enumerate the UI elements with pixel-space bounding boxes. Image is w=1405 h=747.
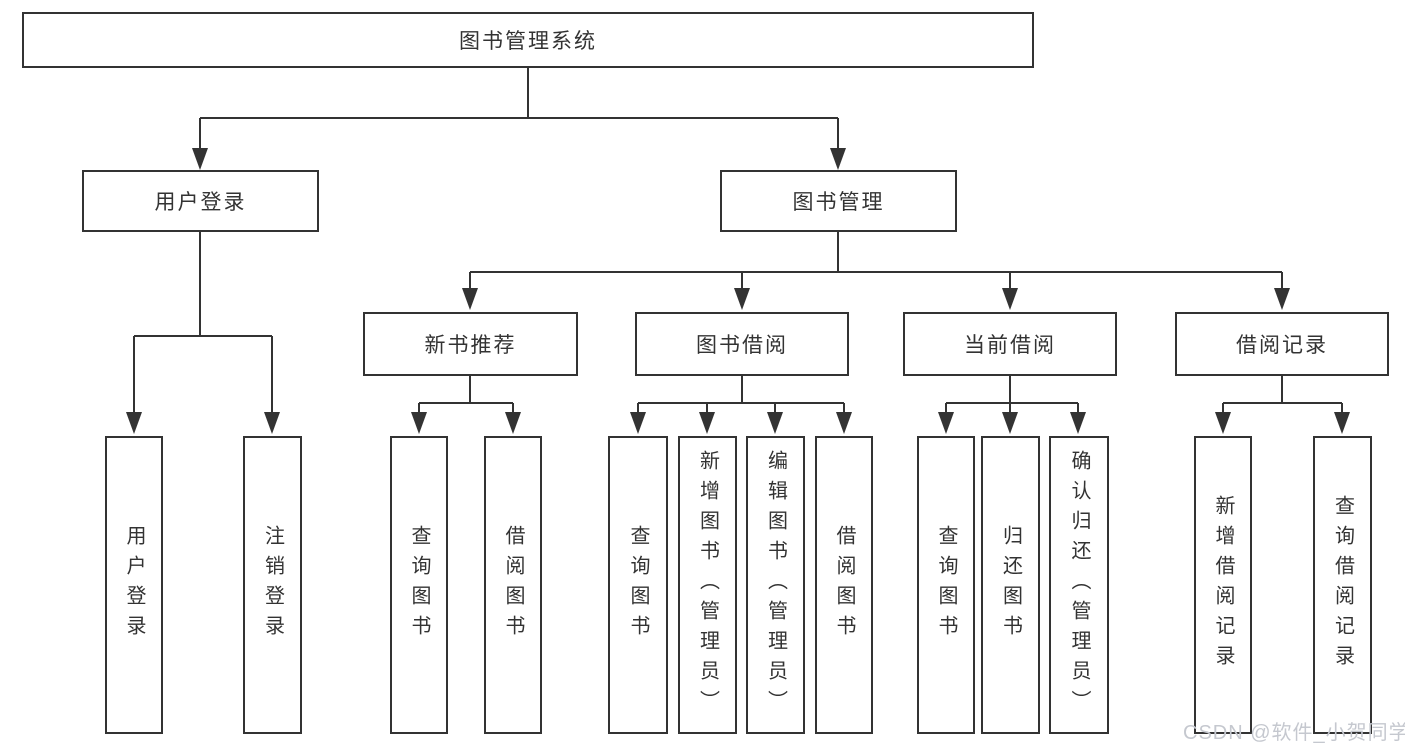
leaf-confirm-return-admin: 确认归还（管理员） [1049,436,1109,734]
arrow-down-icon [1274,288,1290,310]
node-label: 归还图书 [999,525,1022,645]
node-label: 新增图书（管理员） [696,450,719,720]
arrow-down-icon [411,412,427,434]
arrow-down-icon [1002,412,1018,434]
csdn-watermark: CSDN @软件_小贺同学 [1183,722,1405,744]
leaf-query-borrow-record: 查询借阅记录 [1313,436,1372,734]
node-label: 用户登录 [154,191,247,214]
arrow-down-icon [836,412,852,434]
node-new-book-recommend: 新书推荐 [363,312,578,376]
leaf-borrow-books: 借阅图书 [815,436,873,734]
node-label: 查询图书 [408,525,430,645]
node-label: 图书管理系统 [459,30,597,53]
node-label: 新增借阅记录 [1212,495,1234,675]
leaf-user-login: 用户登录 [105,436,163,734]
leaf-add-book-admin: 新增图书（管理员） [678,436,737,734]
arrow-down-icon [1334,412,1350,434]
arrow-down-icon [264,412,280,434]
arrow-down-icon [1215,412,1231,434]
node-book-borrowing: 图书借阅 [635,312,849,376]
node-label: 借阅图书 [502,525,524,645]
leaf-borrow-books: 借阅图书 [484,436,542,734]
node-borrowing-records: 借阅记录 [1175,312,1389,376]
arrow-down-icon [699,412,715,434]
node-label: 图书管理 [792,191,885,214]
node-label: 查询图书 [627,525,649,645]
leaf-return-book: 归还图书 [981,436,1040,734]
node-label: 查询图书 [935,525,957,645]
arrow-down-icon [126,412,142,434]
arrow-down-icon [734,288,750,310]
leaf-logout: 注销登录 [243,436,302,734]
node-label: 借阅图书 [833,525,855,645]
node-label: 借阅记录 [1236,334,1328,357]
arrow-down-icon [938,412,954,434]
node-label: 新书推荐 [424,334,517,357]
node-root: 图书管理系统 [22,12,1034,68]
leaf-query-books: 查询图书 [608,436,668,734]
node-label: 用户登录 [123,525,145,645]
arrow-down-icon [1070,412,1086,434]
arrow-down-icon [462,288,478,310]
node-current-borrowing: 当前借阅 [903,312,1117,376]
node-label: 编辑图书（管理员） [764,450,787,720]
arrow-down-icon [767,412,783,434]
arrow-down-icon [505,412,521,434]
node-label: 图书借阅 [696,334,788,357]
node-label: 查询借阅记录 [1331,495,1354,675]
node-label: 确认归还（管理员） [1068,450,1090,720]
arrow-down-icon [630,412,646,434]
leaf-query-books: 查询图书 [917,436,975,734]
leaf-edit-book-admin: 编辑图书（管理员） [746,436,805,734]
arrow-down-icon [192,148,208,170]
node-user-login: 用户登录 [82,170,319,232]
node-book-management: 图书管理 [720,170,957,232]
arrow-down-icon [830,148,846,170]
leaf-query-books: 查询图书 [390,436,448,734]
node-label: 当前借阅 [964,334,1056,357]
node-label: 注销登录 [261,525,284,645]
arrow-down-icon [1002,288,1018,310]
leaf-add-borrow-record: 新增借阅记录 [1194,436,1252,734]
